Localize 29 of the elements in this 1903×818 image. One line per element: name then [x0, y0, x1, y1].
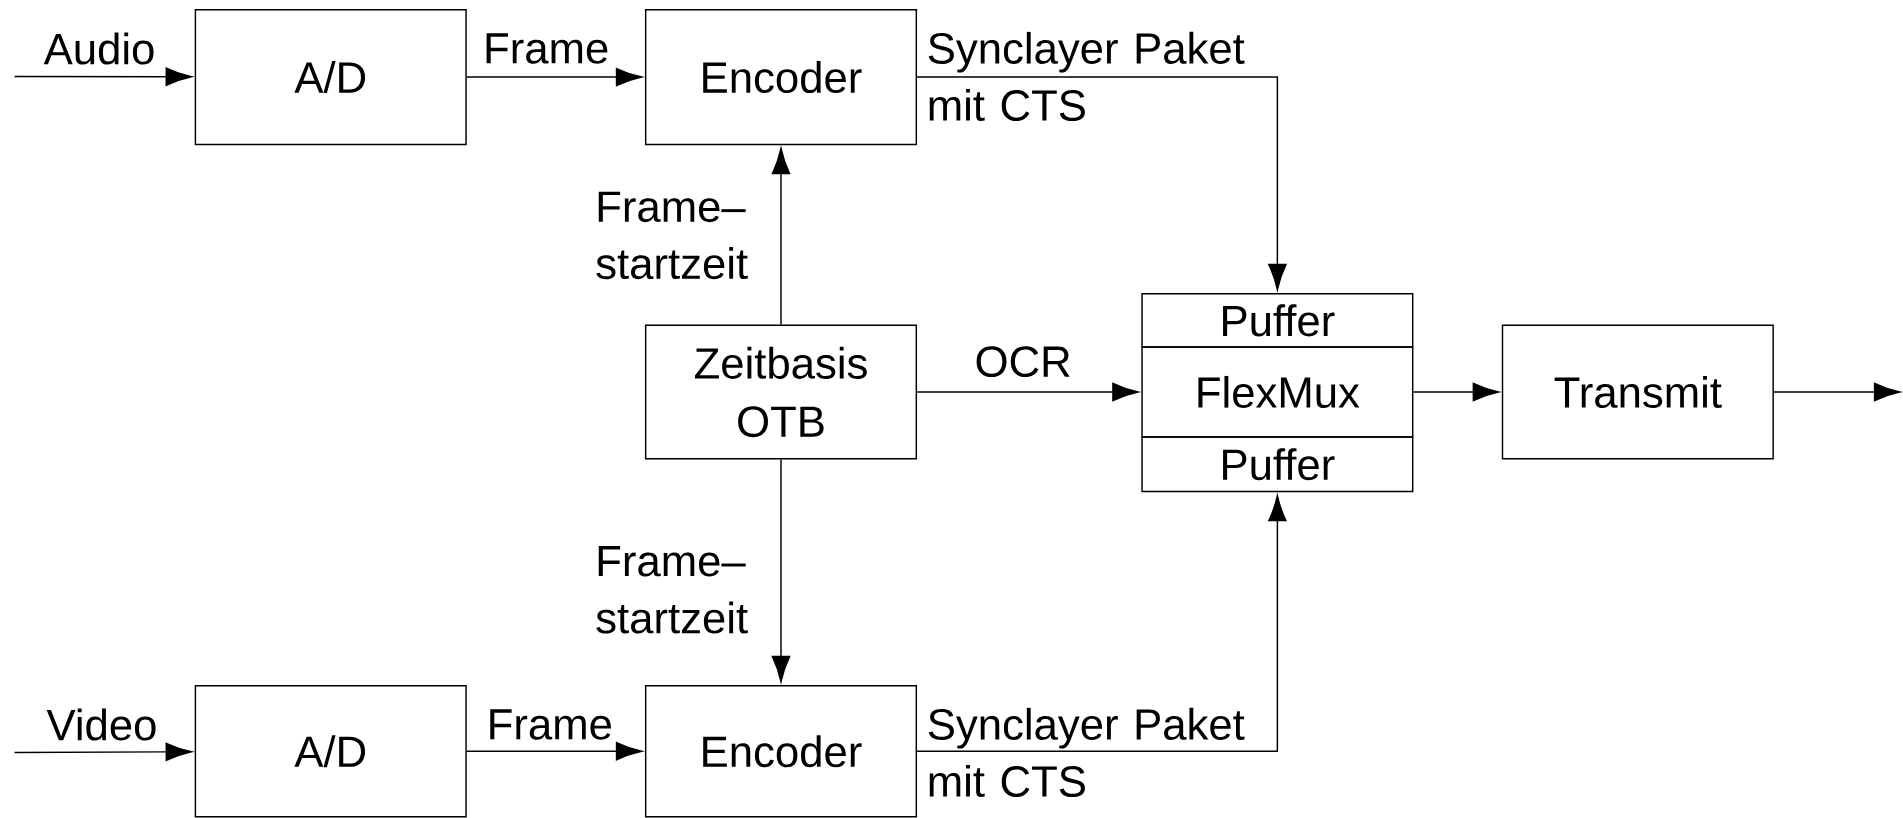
- edge-label: Audio: [43, 32, 154, 65]
- arrow: [1773, 382, 1901, 402]
- arrow: [916, 494, 1287, 752]
- edge-label: Synclayer Paket mit CTS: [928, 707, 1245, 797]
- block-box: Encoder: [644, 684, 918, 818]
- edge-label: OCR: [976, 346, 1070, 378]
- arrow: [13, 67, 193, 86]
- block-box: A/D: [194, 684, 467, 818]
- block-box: Encoder: [644, 8, 918, 146]
- arrow: [771, 147, 791, 326]
- buffer-box: Puffer: [1141, 292, 1414, 348]
- arrow: [771, 458, 791, 683]
- edge-label: Video: [46, 708, 156, 741]
- arrow: [466, 742, 643, 761]
- buffer-box: Puffer: [1141, 436, 1414, 493]
- edge-label: Synclayer Paket mit CTS: [928, 31, 1245, 121]
- arrow: [1412, 382, 1500, 402]
- block-box: Transmit: [1501, 324, 1774, 460]
- arrow: [916, 76, 1287, 291]
- block-box: A/D: [194, 8, 467, 146]
- edge-label: Frame– startzeit: [596, 191, 748, 280]
- multiplexer-box: FlexMux: [1141, 346, 1414, 438]
- arrow: [916, 382, 1139, 402]
- edge-label: Frame– startzeit: [596, 546, 748, 634]
- arrow: [466, 67, 643, 87]
- edge-label: Frame: [486, 33, 608, 64]
- edge-label: Frame: [490, 709, 611, 740]
- block-box: Zeitbasis OTB: [644, 324, 918, 460]
- arrow: [13, 742, 193, 762]
